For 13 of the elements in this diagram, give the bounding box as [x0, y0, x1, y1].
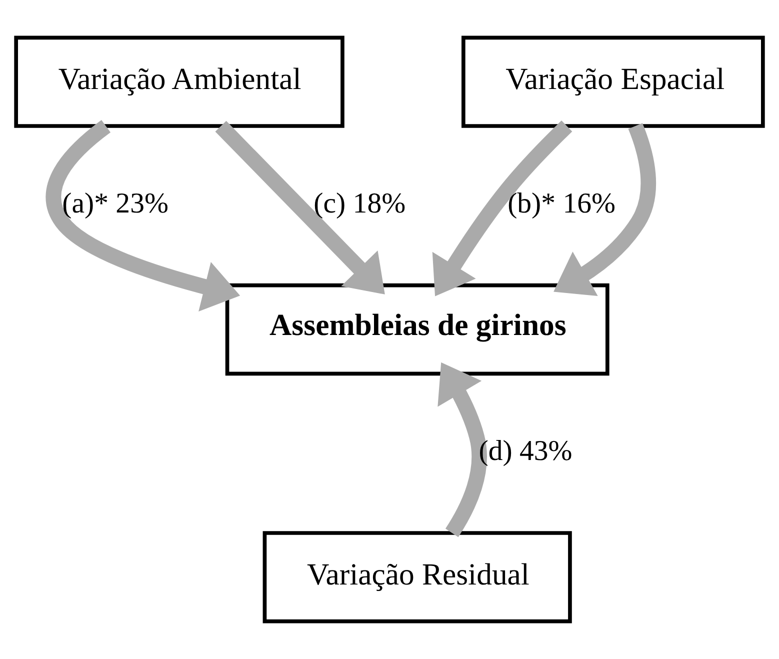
- node-box: Variação Ambiental: [14, 36, 344, 128]
- node-box: Variação Espacial: [462, 36, 765, 128]
- arrow: [46, 120, 240, 312]
- node-box: Variação Residual: [262, 531, 572, 624]
- arrow: [438, 362, 487, 537]
- node-box: Assembleias de girinos: [225, 283, 610, 376]
- edge-label: (c) 18%: [314, 187, 406, 220]
- arrow: [215, 120, 385, 294]
- edge-label: (b)* 16%: [508, 187, 616, 220]
- edge-label: (a)* 23%: [62, 187, 168, 220]
- arrow: [554, 123, 656, 296]
- edge-label: (d) 43%: [478, 435, 572, 468]
- arrow: [432, 120, 572, 296]
